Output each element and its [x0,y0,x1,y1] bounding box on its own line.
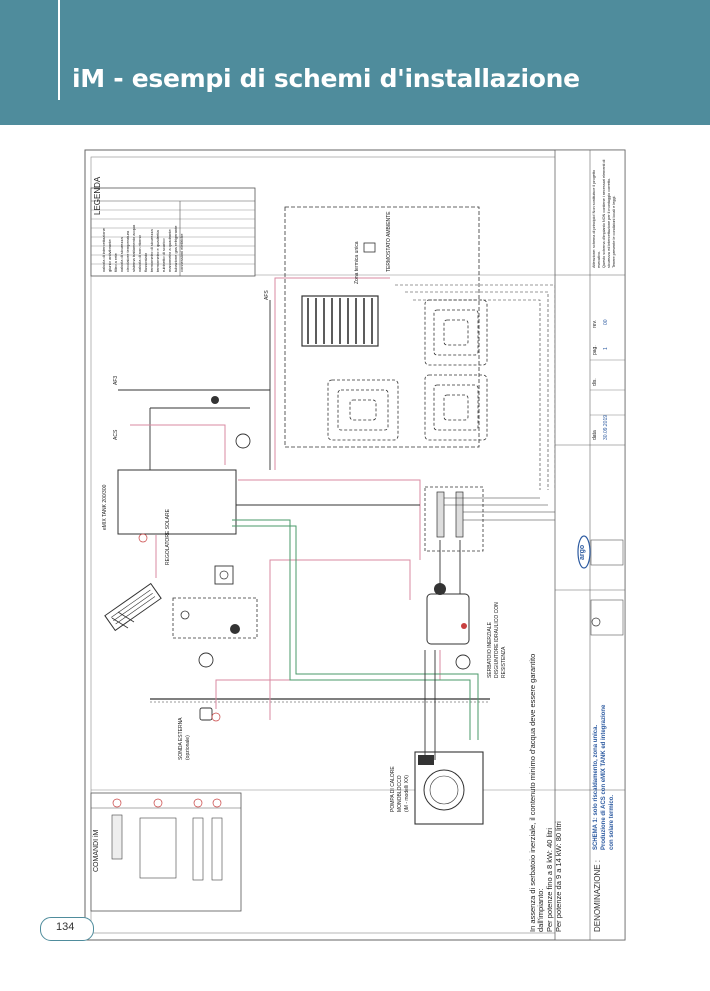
legend-item: sistema trattamento acqua [131,224,136,272]
af3-label: AF3 [113,375,119,385]
schema-title: SCHEMA 1: solo riscaldamento, zona unica… [593,724,599,850]
pag-label: pag. [592,345,598,355]
data-value: 30.09.2019 [603,414,609,440]
minimum-water-note-3: Per potenze fino a 8 kW: 40 litri [545,827,554,932]
legend-item: termometro di sicurezza [149,229,154,272]
zona-termica-label: Zona termica unica [354,241,360,284]
thermostat-icon [363,242,376,253]
pag-value: 1 [603,347,609,350]
minimum-water-note-2: dall'impianto: [536,888,545,932]
title-block [554,149,626,941]
legend-item: filtro a rete [113,253,118,272]
pompa-label-2: MONOBLOCCO [397,775,403,812]
page-number: 134 [56,921,75,933]
emix-tank [117,469,237,535]
legend-item: connessioni elettriche [179,233,184,272]
acs-label: ACS [113,429,119,440]
serbatoio-label-2: DISGIUNTORE IDRAULICO CON [494,602,500,678]
solar-pump-station [172,597,258,639]
legend-item: valvola di non ritorno [137,235,142,272]
solar-regulator [214,565,234,585]
sonda-sublabel: (opzionale) [185,735,191,760]
comandi-box [90,792,242,912]
thermostat-label: TERMOSTATO AMBIENTE [386,211,392,272]
brand-logo [577,535,591,569]
attention-note-3: Questo schema d'impianto NON contiene i … [602,159,606,268]
data-label: data [592,430,598,440]
solar-pump [230,624,240,634]
legend-item: giunto antivibrante [107,239,112,272]
page-title: iM - esempi di schemi d'installazione [72,64,580,93]
emix-tank-label: eMIX TANK 200/300 [102,484,108,530]
sonda-label: SONDA ESTERNA [178,717,184,760]
regolatore-label: REGOLATORE SOLARE [165,509,171,565]
denominazione-label: DENOMINAZIONE : [593,859,602,932]
legend-title: LEGENDA [93,176,102,215]
pompa-label: POMPA DI CALORE [390,766,396,812]
attention-note: Attenzione: schema di principio! Non sos… [592,169,596,268]
legend-item: manometro a quadrante [167,229,172,272]
legend-item: rubinetto di scarico [161,238,166,272]
serbatoio-label: SERBATOIO INERZIALE [487,622,493,678]
schema-title-3: con solare termico. [609,794,615,850]
page-number-badge [40,917,94,941]
legend-item: valvola di intercettazione [101,228,106,272]
legend-item: termometro e quadretta [155,230,160,272]
rev-value: 00 [603,319,609,325]
serbatoio-label-3: RESISTENZA [501,646,507,678]
legend-item: circolatore temperatura [125,230,130,272]
expansion-vessel-heating [455,654,471,670]
solar-panel [104,582,162,632]
attention-note-2: esecutivo. [597,250,601,268]
floor-loop-3 [424,374,488,441]
floor-loop-1 [327,379,399,441]
comandi-title: COMANDI iM [93,829,100,872]
minimum-water-note-4: Per potenze da 9 a 14 kW: 80 litri [554,821,563,932]
dis-label: dis. [592,378,598,386]
schema-title-2: Produzione di ACS con eMIX TANK ed integ… [601,704,607,850]
pipe-pink [130,424,226,465]
outdoor-sensor [199,707,213,721]
expansion-vessel-acs [235,433,251,449]
rev-label: rev. [592,320,598,328]
header-band [0,0,710,125]
pompa-label-3: (iM - modelli XX) [404,775,410,812]
attention-note-4: sicurezza ed intercettazione per il mont… [607,177,611,268]
attention-note-5: Tenere presente le condizioni locali e l… [612,195,616,268]
pipe-green [232,519,471,740]
brand-name: argo [579,544,586,560]
afs-label: AFS [264,290,270,300]
header-divider [58,0,60,100]
inertial-tank [426,593,470,645]
heating-zone [284,206,556,490]
legend-item: valvola di sicurezza [119,237,124,272]
legend-item: tubazione gas refrigerante [173,225,178,272]
manifold-box [424,486,484,552]
manifold-return [455,491,464,538]
legend-item: flussostato [143,252,148,272]
manifold-supply [436,491,445,538]
expansion-vessel-solar [198,652,214,668]
legend-box [90,187,256,277]
